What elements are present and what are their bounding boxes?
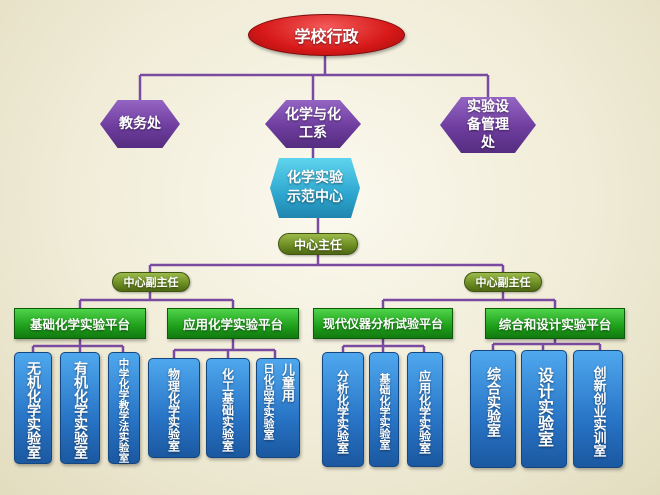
equipment-management-office-node: 实验设 备管理 处 bbox=[440, 97, 536, 153]
deputy-director-right-node: 中心副主任 bbox=[464, 272, 542, 292]
lab-analytical-chemistry: 分析化学实验室 bbox=[322, 352, 364, 467]
node-label: 综合和设计实验平台 bbox=[498, 317, 612, 332]
platform-comprehensive-design: 综合和设计实验平台 bbox=[485, 308, 625, 339]
lab-design: 设计实验室 bbox=[521, 350, 567, 468]
lab-label: 应用化学实验室 bbox=[417, 369, 432, 454]
node-label: 应用化学实验平台 bbox=[182, 317, 283, 332]
lab-label: 无机化学实验室 bbox=[25, 361, 41, 459]
lab-label-line1: 儿童用 bbox=[279, 363, 294, 402]
node-label: 基础化学实验平台 bbox=[29, 317, 130, 332]
school-administration-node: 学校行政 bbox=[248, 14, 405, 56]
lab-children-daily-chemicals: 儿童用 日化品学实验室 bbox=[256, 358, 300, 458]
platform-applied-chemistry: 应用化学实验平台 bbox=[167, 308, 299, 339]
deputy-director-left-node: 中心副主任 bbox=[112, 272, 190, 292]
node-label-line3: 处 bbox=[481, 135, 495, 151]
node-label-line2: 备管理 bbox=[467, 117, 509, 133]
node-label-line1: 实验设 bbox=[467, 99, 509, 115]
node-label: 中心副主任 bbox=[475, 276, 531, 289]
lab-comprehensive: 综合实验室 bbox=[470, 350, 516, 468]
node-label: 学校行政 bbox=[294, 27, 359, 46]
node-label-line1: 化学与化 bbox=[285, 107, 341, 123]
node-label: 教务处 bbox=[119, 116, 161, 132]
lab-inorganic-chemistry: 无机化学实验室 bbox=[14, 352, 52, 464]
lab-basic-chemistry: 基础化学实验室 bbox=[369, 352, 399, 467]
lab-label: 基础化学实验室 bbox=[378, 373, 391, 450]
lab-chemistry-pedagogy: 中学化学教学法实验室 bbox=[108, 352, 140, 464]
node-label-line2: 工系 bbox=[299, 125, 327, 141]
lab-label: 创新创业实训室 bbox=[590, 365, 606, 457]
demo-center-node: 化学实验 示范中心 bbox=[270, 158, 360, 218]
node-label: 中心副主任 bbox=[123, 276, 179, 289]
chemistry-department-node: 化学与化 工系 bbox=[265, 100, 361, 148]
lab-label: 化工基础实验室 bbox=[220, 368, 235, 452]
lab-applied-chemistry: 应用化学实验室 bbox=[407, 352, 443, 467]
platform-instrument-analysis: 现代仪器分析试验平台 bbox=[313, 308, 453, 339]
lab-innovation-entrepreneurship: 创新创业实训室 bbox=[573, 350, 623, 468]
academic-affairs-office-node: 教务处 bbox=[100, 100, 180, 148]
lab-label: 中学化学教学法实验室 bbox=[117, 357, 130, 463]
lab-label: 有机化学实验室 bbox=[72, 361, 88, 459]
lab-organic-chemistry: 有机化学实验室 bbox=[60, 352, 100, 464]
center-director-node: 中心主任 bbox=[278, 233, 358, 255]
lab-label: 分析化学实验室 bbox=[335, 369, 350, 454]
node-label-line2: 示范中心 bbox=[287, 189, 343, 205]
node-label: 中心主任 bbox=[293, 237, 342, 252]
platform-basic-chemistry: 基础化学实验平台 bbox=[14, 308, 146, 339]
lab-chemical-engineering-basics: 化工基础实验室 bbox=[206, 358, 250, 458]
lab-label: 设计实验室 bbox=[535, 367, 554, 447]
node-label-line1: 化学实验 bbox=[287, 170, 343, 186]
lab-label: 综合实验室 bbox=[485, 367, 501, 437]
lab-label-line2: 日化品学实验室 bbox=[262, 363, 275, 440]
lab-label: 物理化学实验室 bbox=[166, 368, 181, 452]
node-label: 现代仪器分析试验平台 bbox=[322, 317, 443, 331]
lab-physical-chemistry: 物理化学实验室 bbox=[148, 358, 200, 458]
